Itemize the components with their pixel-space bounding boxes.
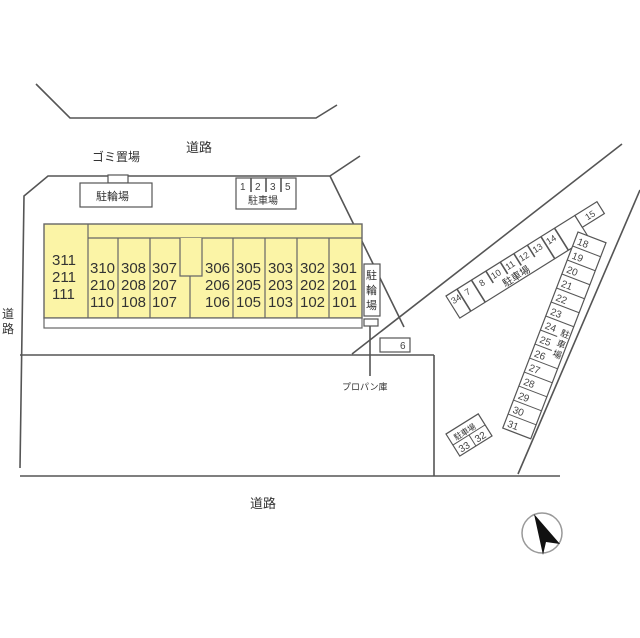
parking-column-label: 場 (551, 347, 564, 361)
garbage-label: ゴミ置場 (92, 149, 140, 164)
unit-number: 210 (90, 277, 115, 294)
unit-number: 110 (90, 294, 114, 311)
parking-top-label: 駐車場 (248, 194, 278, 207)
road-label-top: 道路 (186, 140, 212, 156)
parking-space: 21 (559, 279, 574, 293)
parking-space: 27 (527, 363, 542, 377)
bicycle-parking-top-label: 駐輪場 (96, 189, 129, 203)
unit-number: 101 (332, 294, 357, 311)
road-label-bottom: 道路 (250, 496, 276, 512)
unit-number: 105 (236, 294, 261, 311)
bicycle-parking-right-label: 駐 (366, 268, 377, 282)
road-label-left-1: 道 (2, 307, 14, 321)
parking-space: 20 (565, 265, 580, 279)
parking-column-label: 車 (555, 337, 568, 351)
garbage-area (107, 174, 129, 184)
parking-space: 28 (522, 377, 537, 391)
parking-space: 13 (531, 241, 545, 255)
parking-space: 24 (543, 321, 558, 335)
parking-space: 34 (449, 292, 463, 306)
parking-space: 7 (463, 286, 473, 297)
site-boundary-top (19, 155, 361, 469)
parking-space-6 (379, 337, 411, 353)
unit-number: 201 (332, 277, 357, 294)
parking-space: 12 (517, 250, 531, 264)
bicycle-parking-right-label: 輪 (366, 283, 377, 297)
parking-space: 10 (489, 267, 503, 281)
unit-number: 308 (121, 260, 146, 277)
road-label-left-2: 路 (2, 321, 14, 336)
unit-number: 205 (236, 277, 261, 294)
parking-space-6-label: 6 (400, 341, 406, 352)
unit-number: 102 (300, 294, 325, 311)
unit-number: 202 (300, 277, 325, 294)
parking-space: 11 (504, 259, 517, 272)
parking-top-group: 1 2 3 5 駐車場 (235, 177, 297, 210)
parking-space: 2 (255, 182, 261, 193)
bicycle-parking-top (79, 182, 153, 208)
bicycle-parking-right (363, 263, 381, 317)
propane-store (363, 318, 379, 327)
unit-number: 307 (152, 260, 177, 277)
parking-space: 5 (285, 182, 291, 193)
parking-space: 31 (506, 419, 521, 433)
unit-number: 303 (268, 260, 293, 277)
site-boundary-right (517, 189, 640, 475)
unit-number: 301 (332, 260, 357, 277)
road-edge-top (35, 83, 338, 119)
unit-number: 203 (268, 277, 293, 294)
parking-space: 22 (554, 293, 569, 307)
parking-space: 14 (544, 233, 558, 247)
unit-labels: 311 211 111 310 210 110 308 208 108 307 … (52, 252, 357, 311)
parking-space: 15 (583, 208, 597, 222)
parking-space: 3 (270, 182, 276, 193)
parking-space: 29 (516, 391, 531, 405)
unit-number: 305 (236, 260, 261, 277)
unit-number: 306 (205, 260, 230, 277)
unit-number: 107 (152, 294, 177, 311)
unit-number: 106 (205, 294, 230, 311)
parking-space: 8 (477, 277, 487, 288)
parking-space: 26 (532, 349, 547, 363)
unit-number: 111 (52, 286, 75, 303)
unit-number: 208 (121, 277, 146, 294)
site-boundary-diagonal (329, 175, 405, 328)
parking-space: 23 (549, 307, 564, 321)
parking-space: 1 (240, 182, 246, 193)
unit-number: 207 (152, 277, 177, 294)
unit-number: 310 (90, 260, 115, 277)
parking-column-label: 駐 (559, 327, 572, 341)
unit-number: 302 (300, 260, 325, 277)
unit-number: 211 (52, 269, 76, 286)
unit-number: 103 (268, 294, 293, 311)
parking-space: 18 (575, 237, 590, 251)
bicycle-parking-right-label: 場 (366, 299, 377, 312)
apartment-building (43, 223, 363, 329)
parking-column: 18 19 20 21 22 23 24 25 26 27 28 29 30 3… (501, 231, 607, 440)
unit-number: 311 (52, 252, 76, 269)
unit-number: 206 (205, 277, 230, 294)
site-boundary-long-diagonal (351, 143, 623, 355)
propane-label: プロパン庫 (342, 381, 387, 393)
parking-small-group: 駐車場 33 32 (445, 413, 493, 457)
north-arrow-icon (521, 512, 563, 555)
unit-number: 108 (121, 294, 146, 311)
parking-space: 30 (511, 405, 526, 419)
parking-space: 19 (570, 251, 585, 265)
parking-space: 25 (538, 335, 553, 349)
